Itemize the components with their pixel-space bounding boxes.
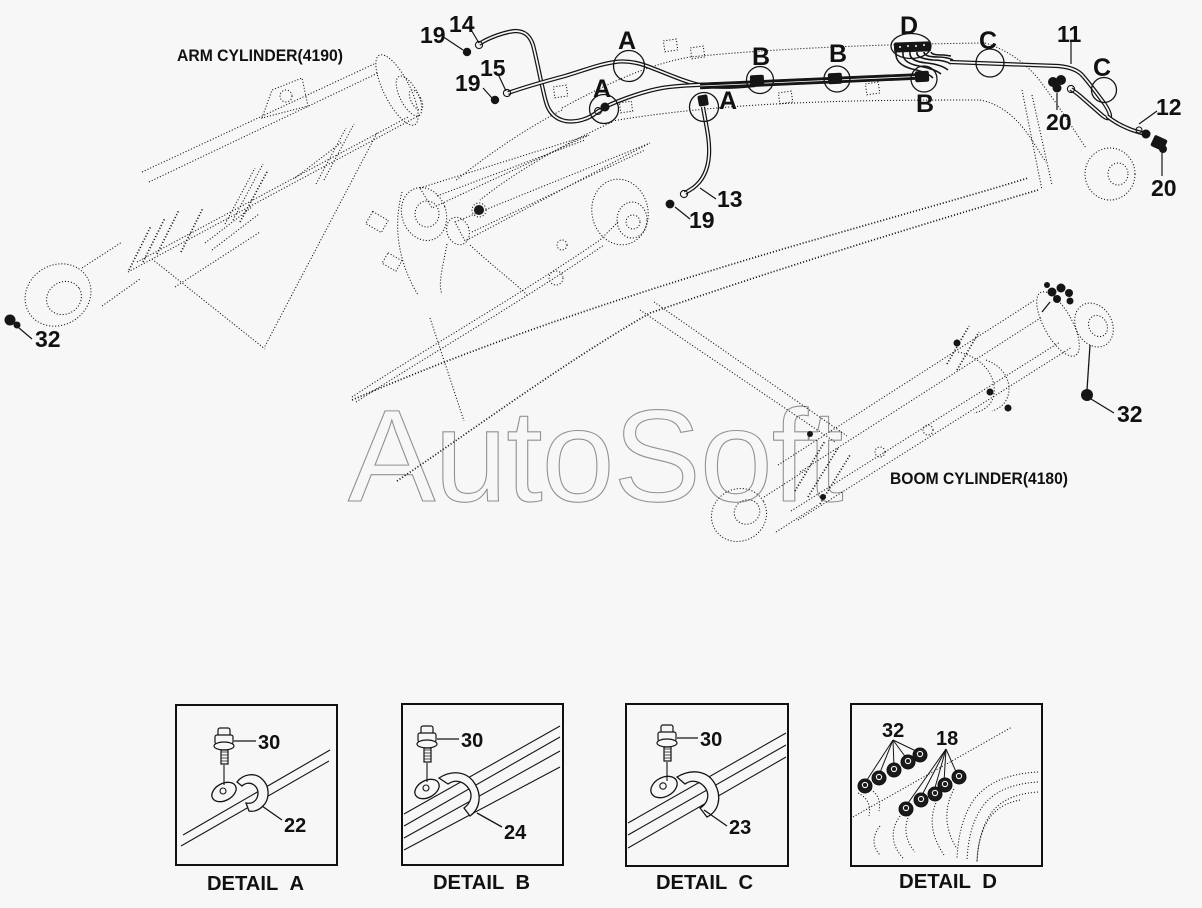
svg-text:ARM CYLINDER(4190): ARM CYLINDER(4190) <box>177 46 343 65</box>
svg-text:BOOM CYLINDER(4180): BOOM CYLINDER(4180) <box>890 469 1068 488</box>
svg-text:15: 15 <box>480 55 506 81</box>
svg-text:AutoSoft: AutoSoft <box>348 382 843 529</box>
svg-text:19: 19 <box>455 70 481 96</box>
svg-text:20: 20 <box>1046 109 1072 135</box>
svg-text:C: C <box>1093 54 1111 82</box>
svg-text:B: B <box>829 40 847 68</box>
svg-text:DETAIL A: DETAIL A <box>207 873 304 895</box>
svg-text:C: C <box>979 27 997 55</box>
svg-text:A: A <box>719 87 737 115</box>
svg-text:A: A <box>593 75 611 103</box>
svg-text:DETAIL C: DETAIL C <box>656 872 753 894</box>
svg-text:DETAIL B: DETAIL B <box>433 872 530 894</box>
svg-text:18: 18 <box>936 728 958 750</box>
svg-text:32: 32 <box>882 720 904 742</box>
svg-text:19: 19 <box>420 22 446 48</box>
svg-text:32: 32 <box>35 326 61 352</box>
svg-text:14: 14 <box>449 11 475 37</box>
svg-text:30: 30 <box>700 729 722 751</box>
svg-text:32: 32 <box>1117 401 1143 427</box>
svg-text:19: 19 <box>689 207 715 233</box>
svg-text:12: 12 <box>1156 94 1182 120</box>
svg-text:23: 23 <box>729 817 751 839</box>
svg-text:DETAIL D: DETAIL D <box>899 871 997 893</box>
svg-text:22: 22 <box>284 815 306 837</box>
svg-text:11: 11 <box>1057 21 1082 47</box>
svg-text:30: 30 <box>258 732 280 754</box>
svg-text:13: 13 <box>717 186 743 212</box>
svg-text:20: 20 <box>1151 175 1177 201</box>
svg-text:B: B <box>752 43 770 71</box>
svg-text:B: B <box>916 90 934 118</box>
svg-text:D: D <box>900 12 918 40</box>
svg-text:24: 24 <box>504 822 527 844</box>
svg-text:30: 30 <box>461 730 483 752</box>
svg-text:A: A <box>618 27 636 55</box>
